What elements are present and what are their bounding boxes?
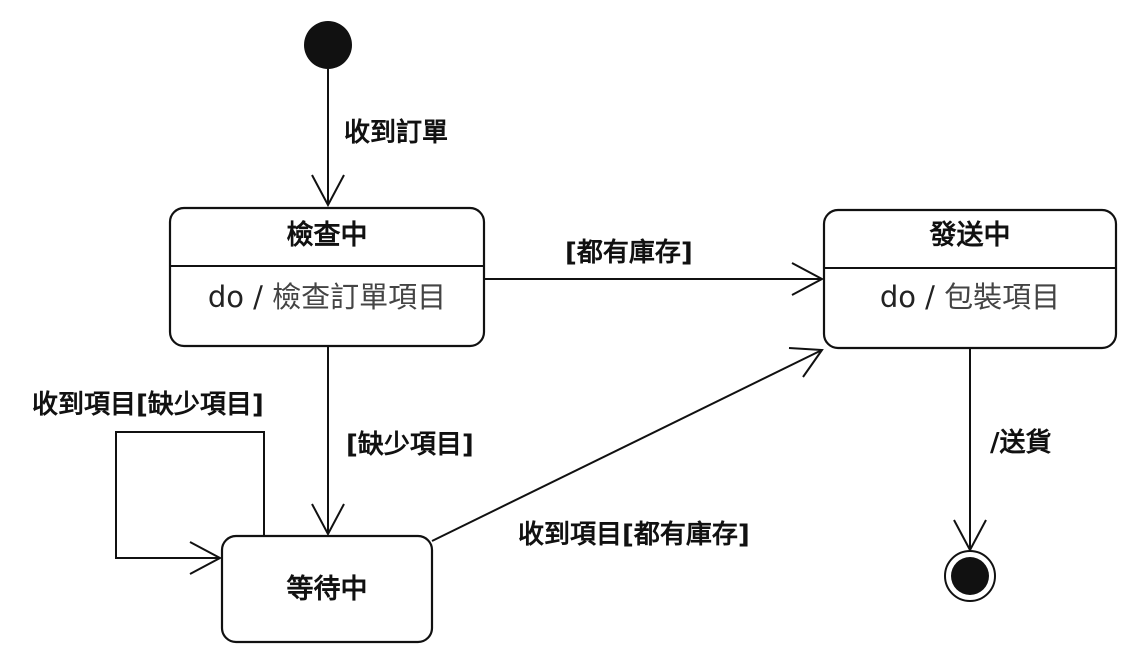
- edge-initial-to-checking: [311, 69, 345, 208]
- edge-waiting-self-loop: [115, 431, 265, 575]
- state-checking: 檢查中 do / 檢查訂單項目: [168, 206, 486, 348]
- state-checking-title: 檢查中: [287, 219, 368, 251]
- state-waiting-title: 等待中: [287, 573, 368, 605]
- label-received-all-in-stock: 收到項目[都有庫存]: [518, 520, 750, 550]
- label-all-in-stock: [都有庫存]: [565, 238, 693, 268]
- label-received-order: 收到訂單: [344, 117, 448, 148]
- state-checking-activity: do / 檢查訂單項目: [208, 280, 446, 314]
- state-shipping: 發送中 do / 包裝項目: [822, 208, 1118, 350]
- edge-shipping-to-final: [953, 348, 987, 553]
- initial-node: [304, 21, 352, 69]
- edge-waiting-to-shipping: [431, 347, 824, 542]
- final-node: [944, 550, 996, 602]
- state-shipping-activity: do / 包裝項目: [880, 280, 1060, 314]
- edge-checking-to-waiting: [311, 346, 345, 537]
- label-missing-items: [缺少項目]: [346, 430, 474, 460]
- edge-checking-to-shipping: [484, 262, 825, 296]
- label-self-loop: 收到項目[缺少項目]: [32, 390, 264, 420]
- label-ship: /送貨: [990, 427, 1052, 458]
- state-shipping-title: 發送中: [929, 220, 1011, 251]
- state-waiting: 等待中: [220, 534, 434, 644]
